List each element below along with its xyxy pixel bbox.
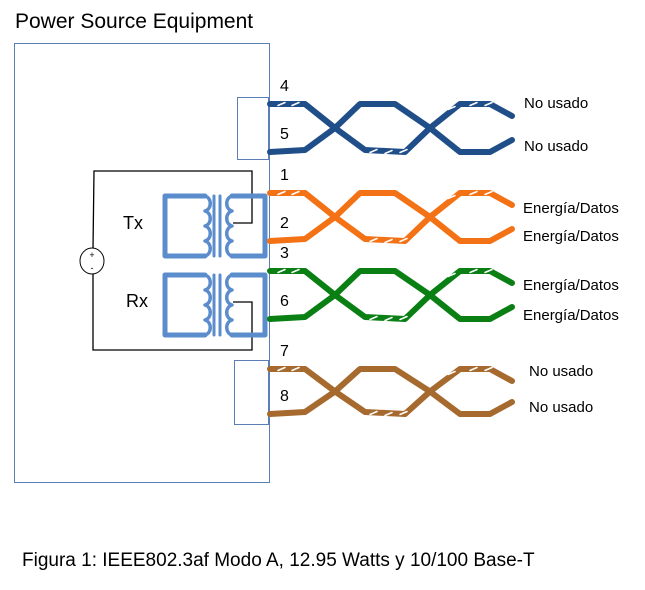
diagram-title: Power Source Equipment	[15, 10, 254, 33]
pair-1-2	[267, 190, 515, 244]
stripe-mark	[399, 315, 408, 321]
strand-striped	[267, 268, 515, 322]
stripe-mark	[484, 366, 493, 372]
stripe-mark	[277, 268, 286, 274]
strand-striped	[267, 366, 515, 417]
stripe-mark	[369, 315, 378, 321]
pin-number-2: 2	[280, 215, 289, 232]
figure-caption: Figura 1: IEEE802.3af Modo A, 12.95 Watt…	[22, 550, 535, 571]
pair-label: Energía/Datos	[523, 200, 619, 217]
stripe-mark	[291, 190, 300, 196]
stripe-mark	[469, 268, 478, 274]
dc-source-icon: + -	[79, 247, 105, 275]
stripe-mark	[277, 101, 286, 107]
wire-top	[92, 170, 253, 250]
pin-number-7: 7	[280, 343, 289, 360]
stripe-mark	[447, 194, 456, 200]
pair-label: Energía/Datos	[523, 307, 619, 324]
stripe-mark	[399, 237, 408, 243]
stripe-mark	[484, 268, 493, 274]
pair-label: No usado	[524, 138, 589, 155]
strand-solid	[267, 101, 515, 155]
stripe-mark	[447, 272, 456, 278]
pin-number-8: 8	[280, 388, 289, 405]
stripe-mark	[369, 237, 378, 243]
stripe-mark	[369, 148, 378, 154]
pse-box	[14, 43, 270, 483]
pin-number-6: 6	[280, 293, 289, 310]
pair-4-5	[267, 101, 515, 155]
power-circuit	[92, 170, 253, 351]
pair-label: Energía/Datos	[523, 277, 619, 294]
pair-label: No usado	[529, 399, 594, 416]
stripe-mark	[369, 410, 378, 416]
minus-sign: -	[91, 263, 94, 273]
tx-transformer-icon	[162, 193, 268, 259]
rx-label: Rx	[126, 291, 148, 311]
stripe-mark	[384, 411, 393, 417]
stripe-mark	[484, 101, 493, 107]
stripe-mark	[384, 316, 393, 322]
stripe-mark	[469, 101, 478, 107]
strand-solid	[267, 366, 515, 417]
stripe-mark	[291, 101, 300, 107]
pin-number-3: 3	[280, 245, 289, 262]
stripe-mark	[277, 190, 286, 196]
pair-label: Energía/Datos	[523, 228, 619, 245]
stripe-mark	[291, 268, 300, 274]
tx-label: Tx	[123, 213, 143, 233]
connector-box-top	[237, 97, 269, 160]
strand-solid	[267, 268, 515, 322]
stripe-mark	[384, 238, 393, 244]
plus-sign: +	[89, 250, 94, 260]
stripe-mark	[277, 366, 286, 372]
stripe-mark	[484, 190, 493, 196]
wire-bottom	[92, 274, 253, 351]
stripe-mark	[291, 366, 300, 372]
pin-number-1: 1	[280, 167, 289, 184]
stripe-mark	[447, 105, 456, 111]
stripe-mark	[399, 410, 408, 416]
pair-7-8	[267, 366, 515, 417]
rx-transformer-icon	[162, 272, 268, 338]
stripe-mark	[469, 366, 478, 372]
pin-number-5: 5	[280, 126, 289, 143]
pair-label: No usado	[529, 363, 594, 380]
stripe-mark	[399, 148, 408, 154]
stripe-mark	[469, 190, 478, 196]
pair-3-6	[267, 268, 515, 322]
strand-solid	[267, 190, 515, 244]
strand-striped	[267, 190, 515, 244]
pin-number-4: 4	[280, 78, 289, 95]
stripe-mark	[384, 149, 393, 155]
stripe-mark	[447, 370, 456, 376]
strand-striped	[267, 101, 515, 155]
pair-label: No usado	[524, 95, 589, 112]
connector-box-bottom	[234, 360, 269, 425]
